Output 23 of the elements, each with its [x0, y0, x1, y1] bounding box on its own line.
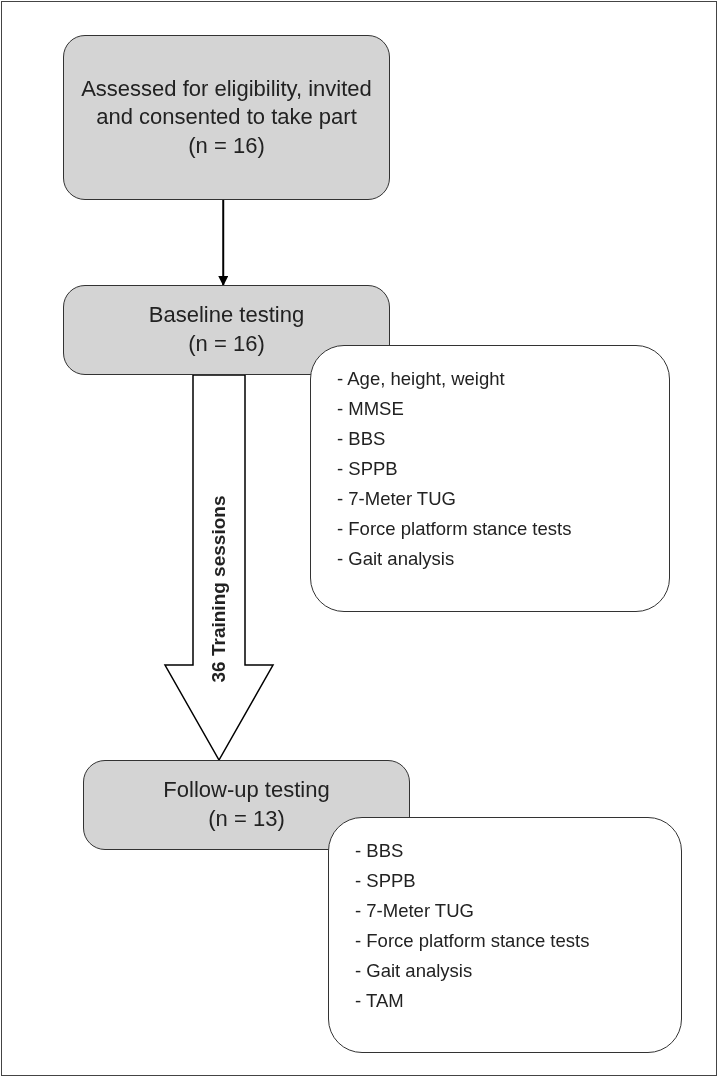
process-box — [63, 35, 390, 200]
list-item: - SPPB — [355, 868, 417, 893]
box-title: Assessed for eligibility, invited and consented to take part — [80, 74, 373, 132]
list-item: - TAM — [355, 988, 405, 1013]
list-item: - Gait analysis — [355, 958, 474, 983]
arrow — [218, 199, 229, 286]
list-item: - 7-Meter TUG — [337, 486, 457, 511]
sample-size: (n = 16) — [188, 131, 265, 160]
list-item: - Force platform stance tests — [337, 516, 573, 541]
sample-size: (n = 13) — [208, 805, 285, 833]
list-item: - SPPB — [337, 456, 399, 481]
list-item: - Force platform stance tests — [355, 928, 591, 953]
sample-size: (n = 16) — [188, 330, 265, 358]
list-item: - MMSE — [337, 396, 405, 421]
list-item: - Gait analysis — [337, 546, 456, 571]
list-item: - BBS — [337, 426, 387, 451]
box-title: Follow-up testing — [163, 776, 330, 805]
list-item: - BBS — [355, 839, 405, 863]
box-title: Baseline testing — [148, 301, 305, 330]
measures-list-box — [328, 817, 682, 1053]
measures-list-box — [310, 345, 670, 612]
list-item: - Age, height, weight — [337, 367, 506, 391]
list-item: - 7-Meter TUG — [355, 898, 475, 923]
